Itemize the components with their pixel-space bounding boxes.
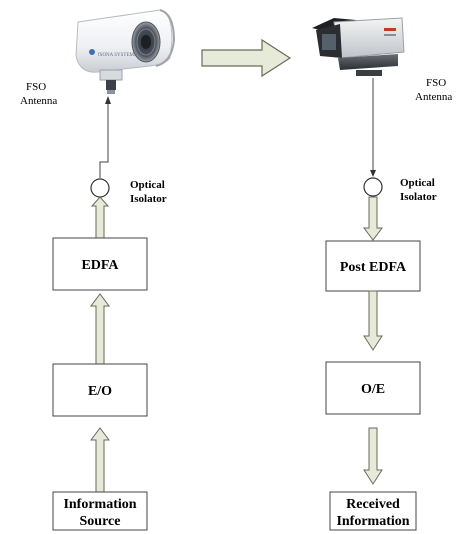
tx-optical-isolator-icon [90,178,110,198]
rx-antenna-label-line1: FSO [426,77,446,89]
post-edfa-box [325,240,421,292]
tx-arrow-edfa-to-isolator [90,196,110,239]
tx-isolator-label-line1: Optical [130,179,165,191]
oe-box [325,361,421,415]
tx-isolator-label-line2: Isolator [130,193,167,205]
rx-arrow-isolator-to-post-edfa [363,196,383,241]
rx-arrow-post-edfa-to-oe [363,290,383,351]
rx-antenna-label-line2: Antenna [415,91,452,103]
received-information-label-line1: Received [346,497,400,512]
edfa-box [52,237,148,291]
rx-isolator-label-line2: Isolator [400,191,437,203]
free-space-link-arrow-icon [201,38,292,78]
eo-label: E/O [88,384,112,399]
received-information-box [329,491,417,531]
edfa-label: EDFA [81,258,119,273]
information-source-box [52,491,148,531]
tx-arrow-eo-to-edfa [90,293,110,365]
post-edfa-label: Post EDFA [340,260,407,275]
tx-antenna-label-line2: Antenna [20,95,57,107]
tx-arrow-source-to-eo [90,427,110,493]
tx-fiber-line [99,96,111,178]
received-information-label-line2: Information [336,514,409,529]
information-source-label-line1: Information [63,497,136,512]
oe-label: O/E [361,382,385,397]
information-source-label-line2: Source [80,514,121,529]
rx-fiber-line [370,78,376,177]
rx-optical-isolator-icon [363,177,383,197]
tx-antenna-label-line1: FSO [26,81,46,93]
fso-receiver-camera-icon [312,17,405,76]
eo-box [52,363,148,417]
fso-transmitter-camera-icon [75,9,176,94]
rx-arrow-oe-to-received [363,427,383,485]
camera-brand-text: fSONA SYSTEMS [98,53,137,58]
rx-isolator-label-line1: Optical [400,177,435,189]
